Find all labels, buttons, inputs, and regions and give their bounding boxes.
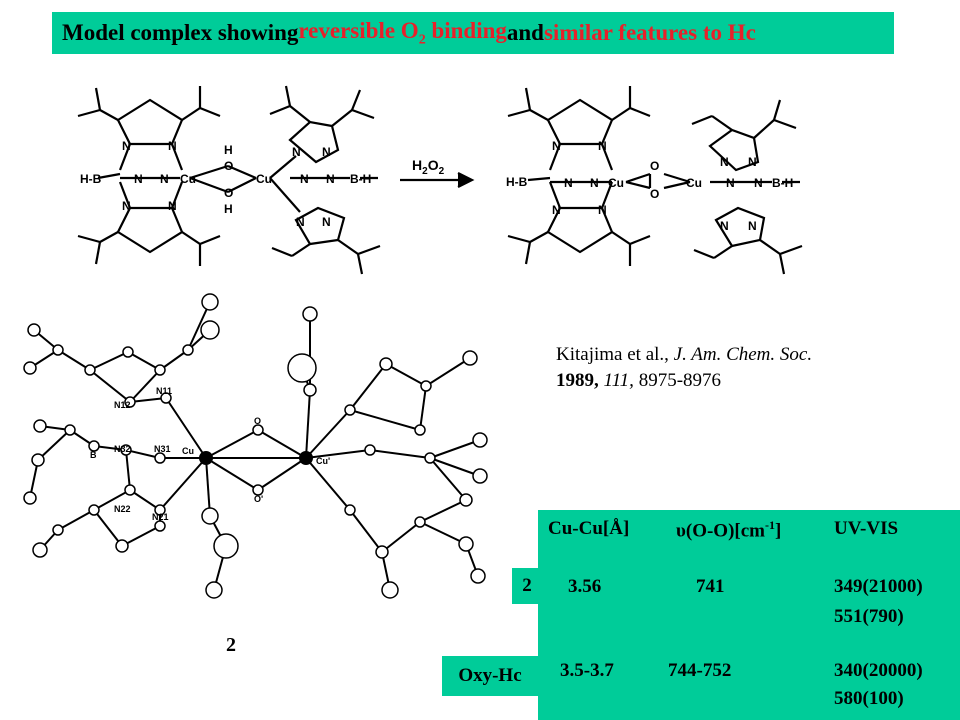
svg-text:N: N xyxy=(598,203,607,217)
row-2-uv1: 349(21000) xyxy=(834,576,923,597)
svg-text:N: N xyxy=(168,139,177,153)
svg-text:O: O xyxy=(650,159,659,173)
row-oxyhc-uv2: 580(100) xyxy=(834,688,904,709)
svg-text:Cu: Cu xyxy=(256,172,272,186)
svg-text:N: N xyxy=(322,215,331,229)
svg-text:N: N xyxy=(160,172,169,186)
svg-text:H: H xyxy=(224,143,233,157)
row-2-cucu: 3.56 xyxy=(568,576,602,597)
svg-text:N: N xyxy=(296,215,305,229)
svg-text:Cu': Cu' xyxy=(316,456,330,466)
svg-text:N: N xyxy=(564,176,573,190)
svg-text:N21: N21 xyxy=(152,512,169,522)
svg-text:Cu: Cu xyxy=(608,176,624,190)
citation-year: 1989, xyxy=(556,370,604,391)
title-highlight-1: reversible O2 binding xyxy=(298,17,507,48)
header-uvvis: UV-VIS xyxy=(834,518,899,539)
svg-text:N: N xyxy=(552,139,561,153)
svg-text:N: N xyxy=(748,155,757,169)
svg-text:N12: N12 xyxy=(114,400,131,410)
svg-text:N31: N31 xyxy=(154,444,171,454)
svg-text:N: N xyxy=(754,176,763,190)
svg-text:N32: N32 xyxy=(114,444,131,454)
reaction-reagent: H2O2 xyxy=(412,157,445,177)
row-oxyhc-oo: 744-752 xyxy=(668,660,732,681)
svg-text:N: N xyxy=(322,145,331,159)
svg-text:N: N xyxy=(720,219,729,233)
row-2-uv2: 551(790) xyxy=(834,606,904,627)
svg-text:N: N xyxy=(168,199,177,213)
header-cucu: Cu-Cu[Å] xyxy=(548,518,630,539)
citation-journal: J. Am. Chem. Soc. xyxy=(673,344,813,365)
comparison-table xyxy=(538,510,960,720)
svg-text:N: N xyxy=(122,199,131,213)
citation-authors: Kitajima et al., xyxy=(556,344,674,365)
svg-text:H: H xyxy=(224,202,233,216)
svg-text:B-H: B-H xyxy=(772,176,793,190)
title-text-2: and xyxy=(506,20,544,45)
svg-text:O': O' xyxy=(254,494,263,504)
svg-text:N: N xyxy=(326,172,335,186)
svg-text:N: N xyxy=(292,145,301,159)
citation-pages: 8975-8976 xyxy=(633,370,722,391)
svg-text:Cu: Cu xyxy=(182,446,194,456)
svg-text:Cu: Cu xyxy=(686,176,702,190)
svg-text:Cu: Cu xyxy=(180,172,196,186)
svg-text:H-B: H-B xyxy=(80,172,102,186)
svg-text:B-H: B-H xyxy=(350,172,371,186)
svg-text:N: N xyxy=(598,139,607,153)
svg-text:N: N xyxy=(748,219,757,233)
svg-text:N: N xyxy=(552,203,561,217)
svg-text:N22: N22 xyxy=(114,504,131,514)
svg-text:B: B xyxy=(90,450,97,460)
citation: Kitajima et al., J. Am. Chem. Soc. 1989,… xyxy=(556,342,812,394)
svg-text:O: O xyxy=(224,186,233,200)
svg-text:N: N xyxy=(720,155,729,169)
svg-text:O: O xyxy=(224,159,233,173)
svg-text:N: N xyxy=(590,176,599,190)
svg-text:N: N xyxy=(134,172,143,186)
svg-text:N: N xyxy=(122,139,131,153)
citation-volume: 111, xyxy=(603,370,634,391)
svg-text:N: N xyxy=(726,176,735,190)
svg-text:O: O xyxy=(650,187,659,201)
header-oo: υ(O-O)[cm-1] xyxy=(676,518,782,542)
compound-number: 2 xyxy=(226,634,236,656)
title-highlight-2: similar features to Hc xyxy=(543,20,756,45)
row-oxyhc-cucu: 3.5-3.7 xyxy=(560,660,614,681)
svg-text:N11: N11 xyxy=(156,386,172,396)
svg-text:N: N xyxy=(300,172,309,186)
svg-text:H-B: H-B xyxy=(506,175,528,189)
crystal-structure: N11 N12 N32 N31 B N22 N21 Cu Cu' O O' xyxy=(23,293,488,599)
svg-text:O: O xyxy=(254,416,261,426)
row-oxyhc-uv1: 340(20000) xyxy=(834,660,923,681)
slide-title: Model complex showing reversible O2 bind… xyxy=(52,12,894,54)
title-text-1: Model complex showing xyxy=(62,20,299,45)
row-label-oxy-hc: Oxy-Hc xyxy=(442,656,538,696)
row-2-oo: 741 xyxy=(696,576,725,597)
row-label-2: 2 xyxy=(512,568,542,604)
